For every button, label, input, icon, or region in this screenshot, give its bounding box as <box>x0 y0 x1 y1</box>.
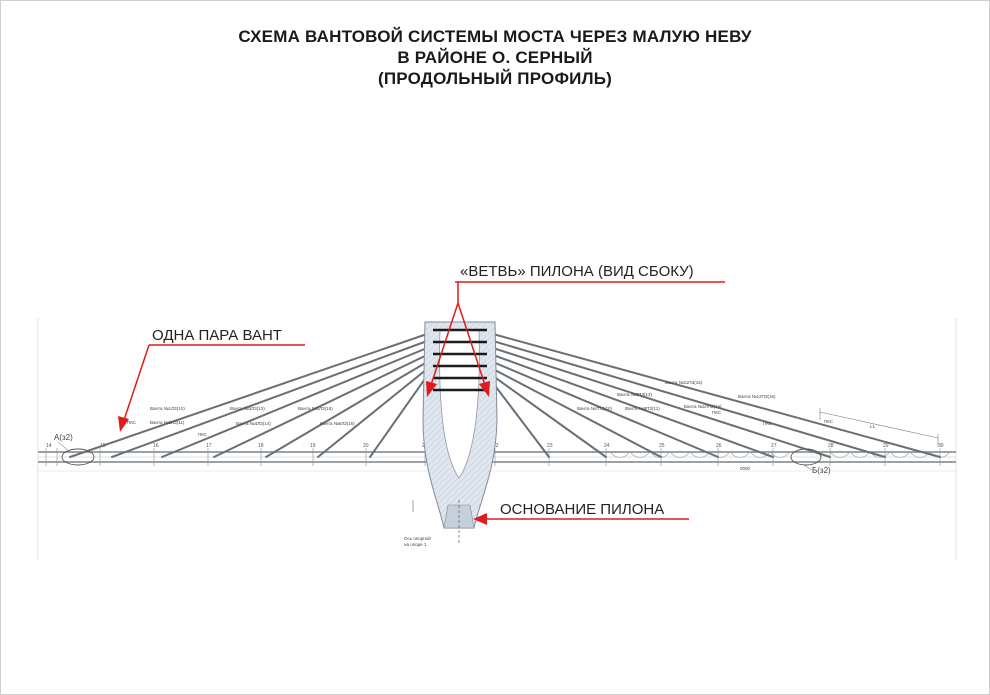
tick-label: 29 <box>883 443 889 449</box>
callout-cable-pair: ОДНА ПАРА ВАНТ <box>152 327 282 344</box>
stay-labels-right: Ванта №7ПЗ(10) Ванта №8ПЗ(11) Ванта №9ПЗ… <box>577 380 834 426</box>
tick-label: 24 <box>604 443 610 449</box>
tick-label: 26 <box>716 443 722 449</box>
stay-label: Ванта №1ЛЗ(10) <box>150 406 185 411</box>
stay-label: Ванта №10ПЗ(14) <box>684 404 722 409</box>
callout-arrows <box>118 281 725 525</box>
right-support-label: Б(з2) <box>812 466 831 475</box>
tick-label: 19 <box>310 443 316 449</box>
title-line-1: СХЕМА ВАНТОВОЙ СИСТЕМЫ МОСТА ЧЕРЕЗ МАЛУЮ… <box>238 27 752 46</box>
stay-cables-right <box>492 333 941 458</box>
small-mark: 0000 <box>740 466 751 471</box>
tick-label: 14 <box>46 443 52 449</box>
pks-label: ПКС <box>712 410 722 415</box>
title-line-2: В РАЙОНЕ О. СЕРНЫЙ <box>397 48 593 67</box>
pylon-axis-label: Ось опорной <box>404 535 431 541</box>
dimension-line <box>819 408 939 446</box>
pylon-axis-label: на опоре 1 <box>404 542 427 547</box>
diagram-title: СХЕМА ВАНТОВОЙ СИСТЕМЫ МОСТА ЧЕРЕЗ МАЛУЮ… <box>0 26 990 89</box>
left-support-label: А(з2) <box>54 433 73 442</box>
stay-cables-left <box>69 333 428 458</box>
stay-label: Ванта №11ПЗ(15) <box>665 380 703 385</box>
pylon <box>412 321 498 545</box>
pks-label: ПКС <box>763 421 773 426</box>
tick-label: 22 <box>493 443 499 449</box>
stay-label: Ванта №5ЛЗ(15) <box>298 406 333 411</box>
support-left: А(з2) <box>54 433 95 466</box>
title-line-3: (ПРОДОЛЬНЫЙ ПРОФИЛЬ) <box>377 69 612 88</box>
stay-label: Ванта №9ПЗ(13) <box>617 392 653 397</box>
stay-label: Ванта №2ЛЗ(11) <box>150 420 185 425</box>
tick-label: 17 <box>206 443 212 449</box>
pks-label: ПКС <box>127 420 137 425</box>
stay-label: Ванта №12ПЗ(16) <box>738 394 776 399</box>
callout-pylon-branch: «ВЕТВЬ» ПИЛОНА (ВИД СБОКУ) <box>460 263 694 280</box>
tick-label: 16 <box>153 443 159 449</box>
callout-pylon-base: ОСНОВАНИЕ ПИЛОНА <box>500 501 665 518</box>
pks-label: ПКС <box>824 419 834 424</box>
stay-label: Ванта №4ЛЗ(14) <box>236 421 271 426</box>
stay-label: Ванта №3ЛЗ(13) <box>230 406 265 411</box>
stay-labels-left: Ванта №1ЛЗ(10) Ванта №2ЛЗ(11) Ванта №3ЛЗ… <box>127 406 355 437</box>
bridge-deck <box>38 448 956 472</box>
tick-label: 18 <box>258 443 264 449</box>
tick-label: 28 <box>828 443 834 449</box>
tick-label: 20 <box>363 443 369 449</box>
stay-label: Ванта №7ПЗ(10) <box>577 406 613 411</box>
tick-label: 27 <box>771 443 777 449</box>
tick-label: 25 <box>659 443 665 449</box>
tick-label: 30 <box>938 443 944 449</box>
stay-label: Ванта №8ПЗ(11) <box>625 406 660 411</box>
stay-label: Ванта №6ЛЗ(16) <box>320 421 355 426</box>
dimension-label: L1 <box>870 424 876 429</box>
pks-label: ПКС <box>198 432 208 437</box>
support-right: Б(з2) <box>790 448 831 475</box>
tick-label: 23 <box>547 443 553 449</box>
